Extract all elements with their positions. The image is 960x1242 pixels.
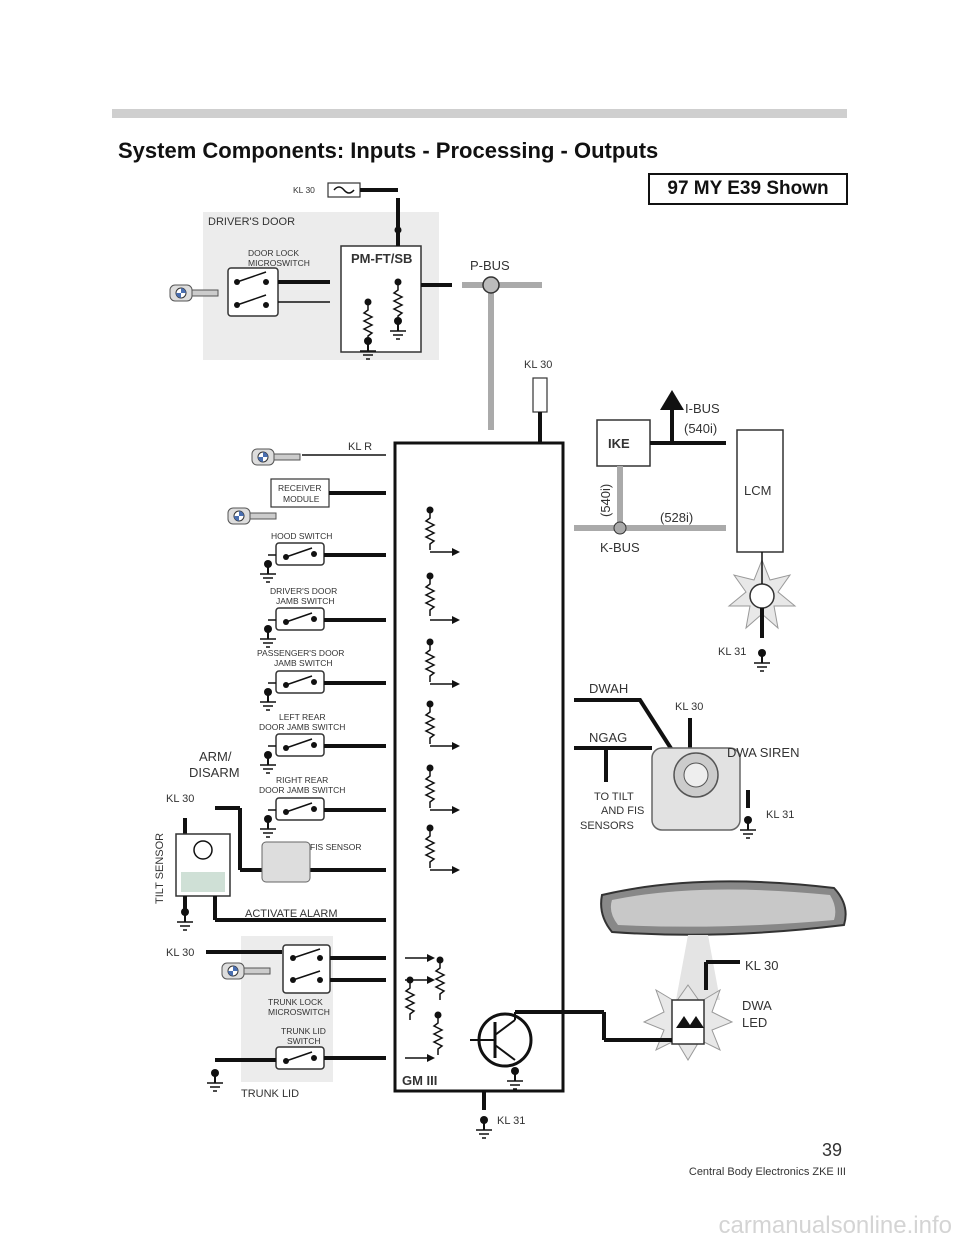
kl30-siren-label: KL 30 — [675, 701, 703, 713]
drv-jamb-label-2: JAMB SWITCH — [276, 596, 335, 606]
trunk-lid-label: TRUNK LID — [241, 1088, 299, 1100]
ike-module — [596, 419, 651, 467]
fis-sensor-label: FIS SENSOR — [310, 842, 361, 852]
lr-jamb-label-2: DOOR JAMB SWITCH — [259, 722, 345, 732]
activate-alarm-label: ACTIVATE ALARM — [245, 908, 338, 920]
kl30-led-label: KL 30 — [745, 958, 779, 973]
arm-label-1: ARM/ — [199, 749, 232, 764]
dwa-led-label-2: LED — [742, 1015, 767, 1030]
model-badge: 97 MY E39 Shown — [648, 173, 848, 205]
p-bus-label: P-BUS — [470, 258, 510, 273]
k528-label: (528i) — [660, 510, 693, 525]
receiver-label-2: MODULE — [283, 494, 320, 504]
hood-switch-label: HOOD SWITCH — [271, 531, 332, 541]
pm-ft-sb-label: PM-FT/SB — [351, 251, 412, 266]
lcm-module — [736, 429, 784, 553]
arm-label-2: DISARM — [189, 765, 240, 780]
rr-jamb-label-1: RIGHT REAR — [276, 775, 328, 785]
rr-jamb-label-2: DOOR JAMB SWITCH — [259, 785, 345, 795]
ngag-label: NGAG — [589, 730, 627, 745]
kl31-siren-label: KL 31 — [766, 809, 794, 821]
kl30-tilt-label: KL 30 — [166, 793, 194, 805]
trunk-lock-label-2: MICROSWITCH — [268, 1007, 330, 1017]
pass-jamb-label-1: PASSENGER'S DOOR — [257, 648, 344, 658]
page-title: System Components: Inputs - Processing -… — [118, 138, 659, 163]
i540-label: (540i) — [684, 421, 717, 436]
pm-ft-sb-module — [340, 245, 422, 353]
header-rule — [112, 109, 847, 118]
kl-r-label: KL R — [348, 441, 372, 453]
tilt-fis-label-3: SENSORS — [580, 820, 634, 832]
dwa-led-label-1: DWA — [742, 998, 772, 1013]
kl30-gm-label: KL 30 — [524, 359, 552, 371]
door-lock-label-1: DOOR LOCK — [248, 248, 299, 258]
lr-jamb-label-1: LEFT REAR — [279, 712, 326, 722]
trunk-lid-sw-label-1: TRUNK LID — [281, 1026, 326, 1036]
k-bus-label: K-BUS — [600, 540, 640, 555]
ike-label: IKE — [608, 436, 630, 451]
watermark: carmanualsonline.info — [718, 1212, 952, 1239]
tilt-fis-label-2: AND FIS — [601, 805, 644, 817]
trunk-lid-sw-label-2: SWITCH — [287, 1036, 321, 1046]
kl31-gm-label: KL 31 — [497, 1115, 525, 1127]
gm3-module — [393, 441, 565, 1093]
kl30-top-label: KL 30 — [293, 185, 315, 195]
page-number: 39 — [821, 1140, 842, 1160]
drivers-door-label: DRIVER'S DOOR — [208, 216, 295, 228]
door-lock-label-2: MICROSWITCH — [248, 258, 310, 268]
tilt-sensor-label: TILT SENSOR — [154, 833, 166, 904]
i-bus-label: I-BUS — [685, 401, 720, 416]
tilt-fis-label-1: TO TILT — [594, 791, 634, 803]
dwa-siren-label: DWA SIREN — [727, 745, 799, 760]
fis-sensor-module — [261, 841, 311, 883]
drv-jamb-label-1: DRIVER'S DOOR — [270, 586, 337, 596]
footer-subtitle: Central Body Electronics ZKE III — [688, 1166, 846, 1178]
k540-label: (540i) — [598, 484, 613, 517]
kl31-lcm-label: KL 31 — [718, 646, 746, 658]
key-icon — [227, 507, 277, 525]
lcm-label: LCM — [744, 483, 771, 498]
pass-jamb-label-2: JAMB SWITCH — [274, 658, 333, 668]
trunk-lock-label-1: TRUNK LOCK — [268, 997, 323, 1007]
receiver-label-1: RECEIVER — [278, 483, 321, 493]
key-icon — [251, 448, 301, 466]
gm3-label: GM III — [402, 1073, 437, 1088]
dwah-label: DWAH — [589, 681, 628, 696]
kl30-trunk-label: KL 30 — [166, 947, 194, 959]
